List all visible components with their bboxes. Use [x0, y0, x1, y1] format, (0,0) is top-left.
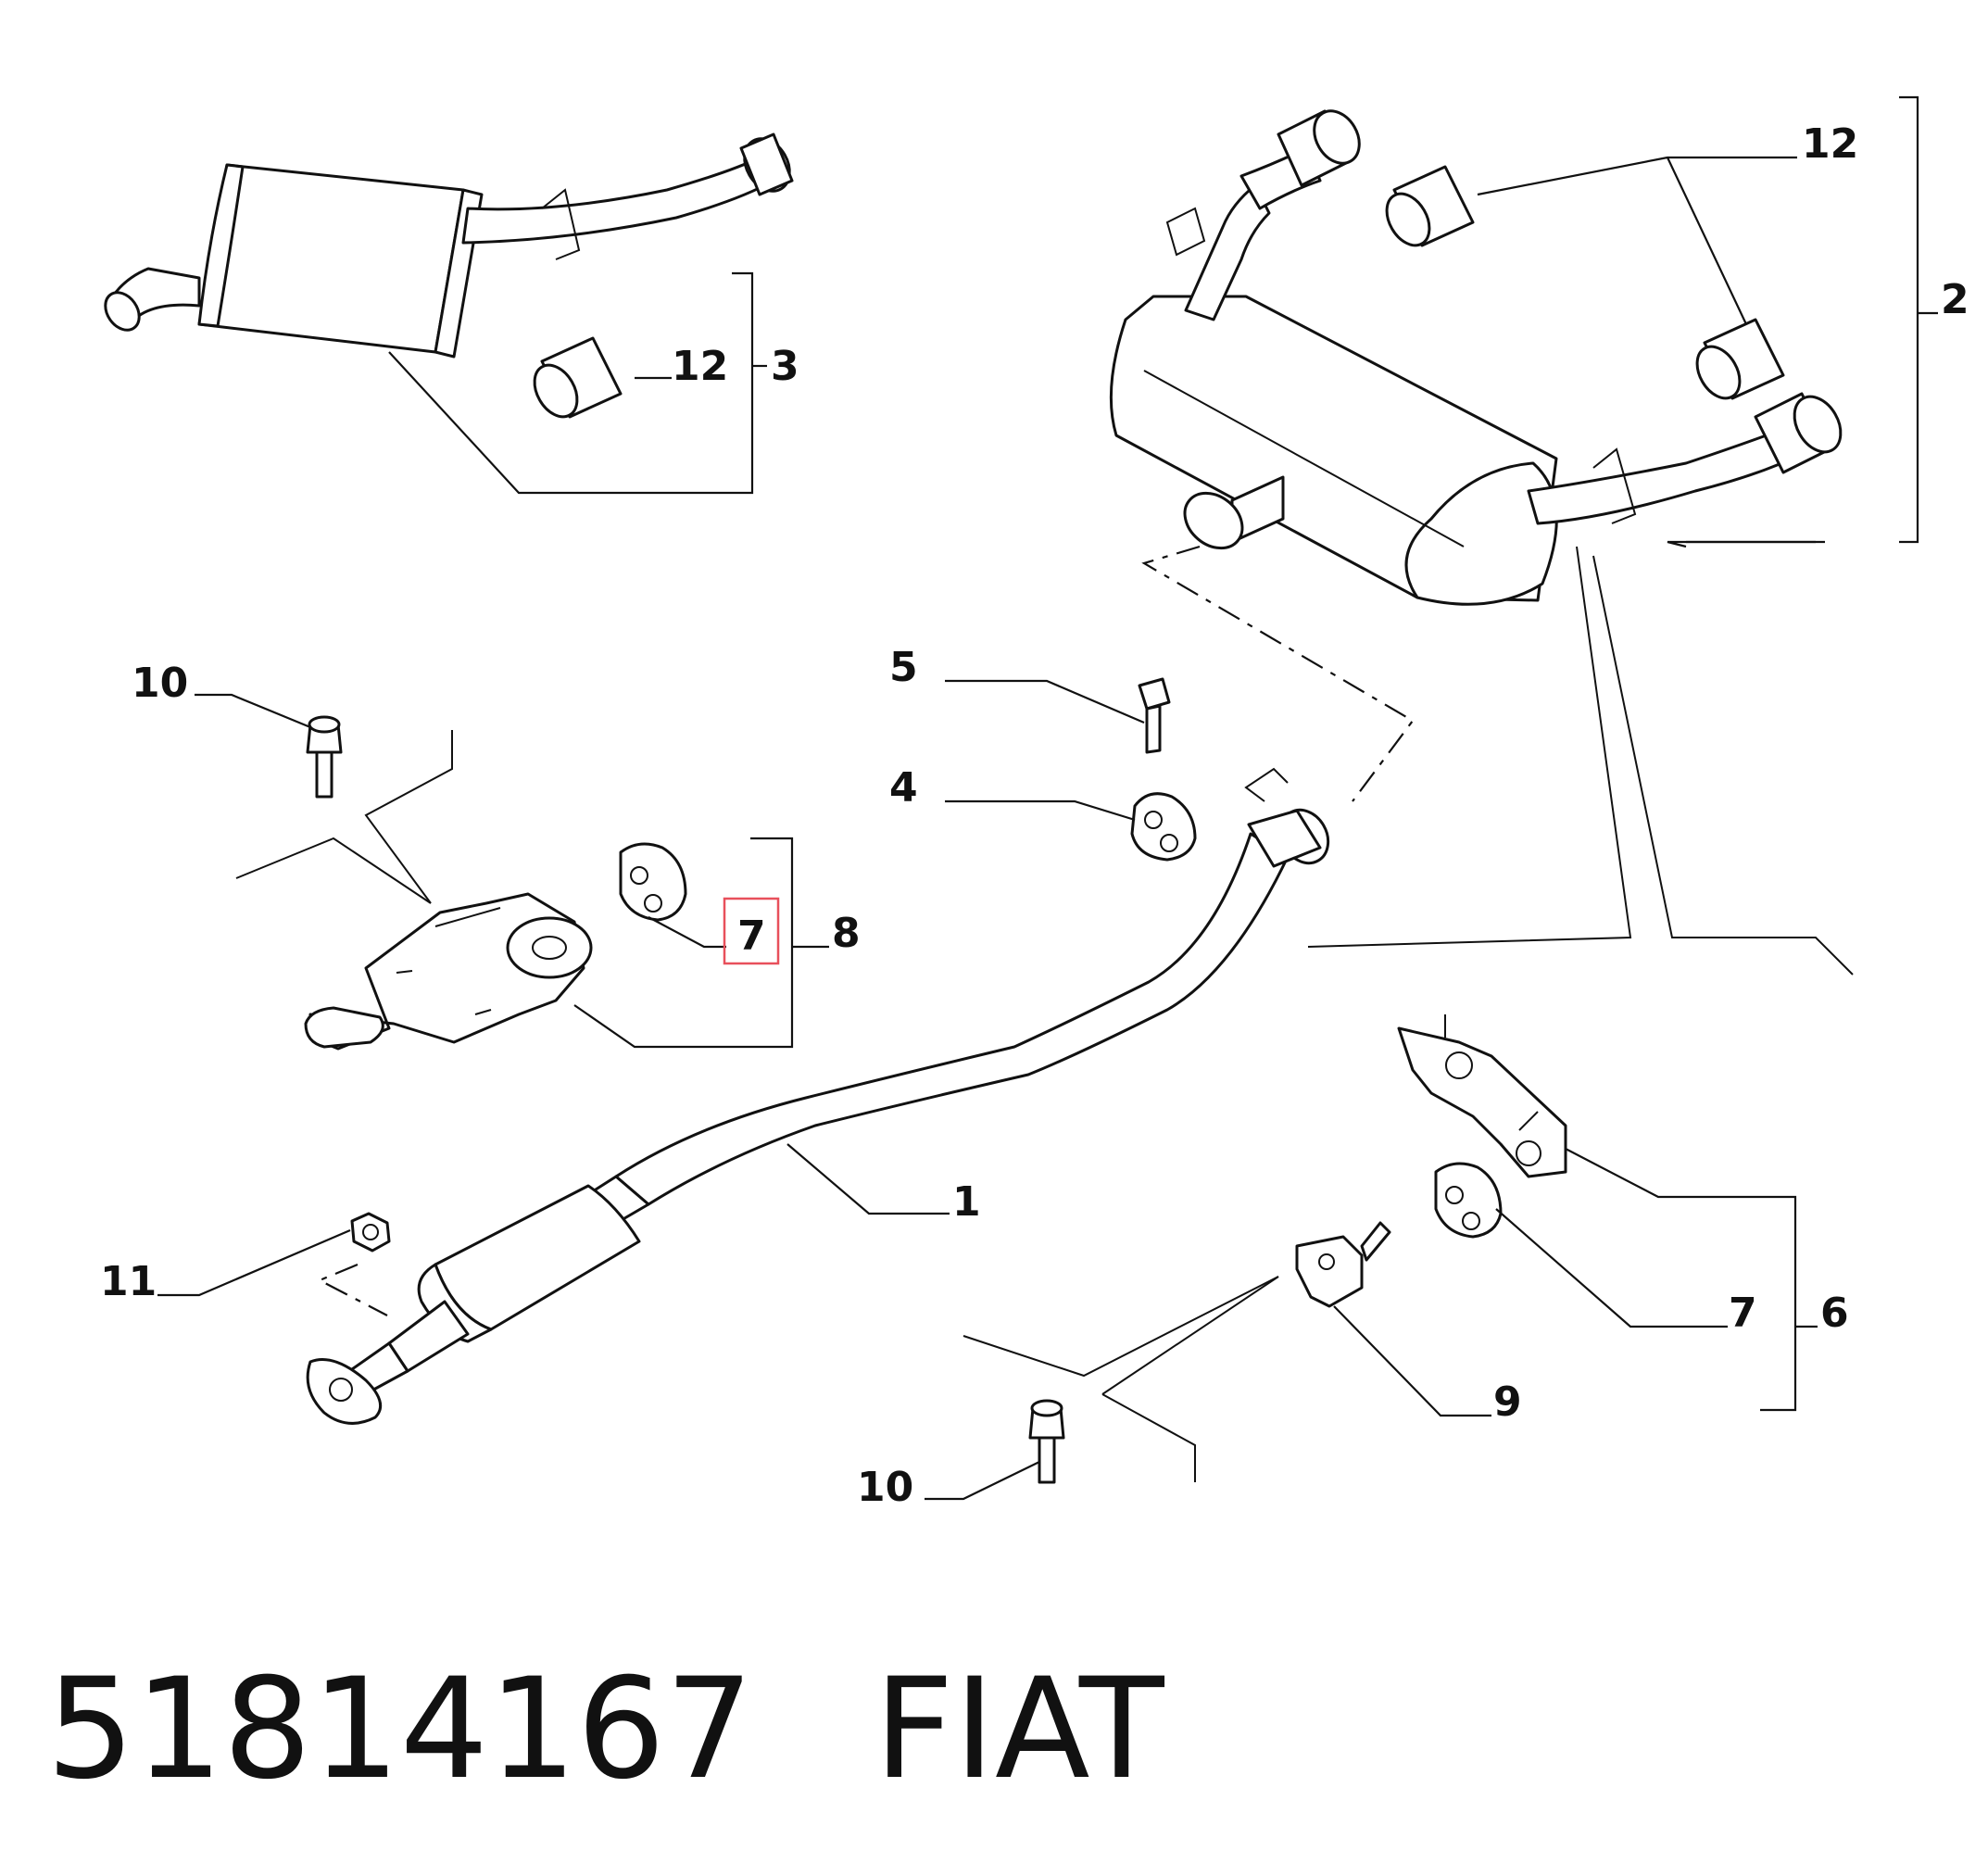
callout-8: 8: [832, 910, 861, 957]
callout-6: 6: [1820, 1290, 1849, 1337]
section-line-upper-left-2: [364, 730, 453, 904]
nut-11: [350, 1212, 391, 1252]
hanger-bracket-left: [304, 892, 593, 1051]
clamp-9: [1295, 1221, 1391, 1308]
callout-highlight-box: [723, 897, 780, 965]
callout-12-top-right: 12: [1802, 120, 1858, 168]
callout-1: 1: [952, 1178, 981, 1226]
callout-4: 4: [889, 764, 918, 812]
tail-pipe-sleeve-bottom: [1695, 318, 1785, 400]
bolt-bottom: [1028, 1399, 1065, 1484]
callout-2: 2: [1941, 276, 1969, 323]
connection-line-upper: [1141, 545, 1415, 802]
callout-11: 11: [100, 1258, 157, 1305]
center-pipe: [306, 767, 1330, 1425]
section-line-bottom-3: [1101, 1276, 1279, 1395]
part-number: 51814167: [46, 1649, 754, 1810]
rear-muffler-right: [1109, 109, 1843, 606]
callout-10-bottom: 10: [857, 1464, 913, 1511]
rubber-mount-left: [619, 842, 687, 922]
section-line-bottom: [963, 1276, 1279, 1378]
bolt-5: [1138, 677, 1171, 754]
section-line-right-2: [1592, 555, 1854, 976]
brand-name: FIAT: [874, 1649, 1164, 1810]
hanger-bracket-right: [1397, 1014, 1567, 1178]
section-line-bottom-2: [1101, 1393, 1196, 1482]
callout-12-left: 12: [672, 343, 728, 390]
rear-muffler-left: [104, 132, 794, 359]
rubber-mount-4: [1130, 792, 1197, 862]
rubber-mount-right: [1434, 1162, 1503, 1239]
callout-7-right: 7: [1729, 1290, 1757, 1337]
callout-10-top: 10: [132, 660, 188, 707]
leader-lines: [157, 95, 1938, 1501]
section-line-right: [1307, 546, 1632, 948]
callout-3: 3: [771, 343, 799, 390]
connection-line-lower: [317, 1263, 388, 1316]
callout-7-highlighted: 7: [737, 913, 766, 960]
callout-5: 5: [889, 644, 918, 691]
section-line-upper-left: [235, 837, 432, 904]
callout-9: 9: [1493, 1378, 1522, 1426]
part-caption: 51814167 FIAT: [46, 1649, 1164, 1810]
bolt-top: [306, 715, 343, 799]
tail-pipe-sleeve-left: [533, 336, 623, 419]
tail-pipe-sleeve-top: [1385, 165, 1475, 247]
